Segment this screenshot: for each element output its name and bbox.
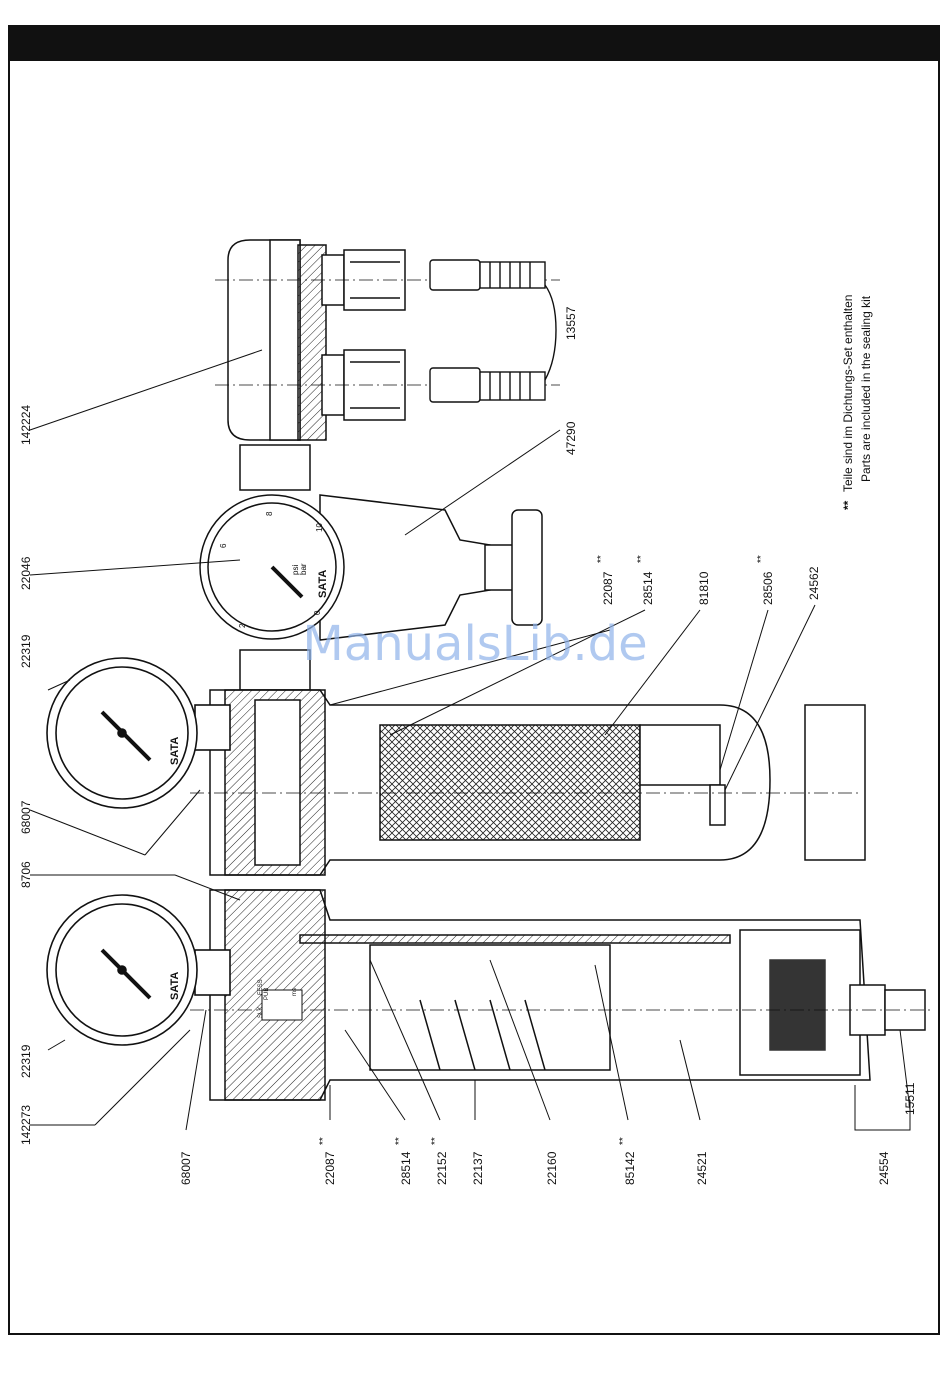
gauge-tick-10: 10 [315, 523, 324, 532]
label-22087-right: 22087 [601, 571, 615, 605]
valve-label-fess: FESS [258, 979, 264, 995]
brand-regulator: SATA [317, 570, 329, 598]
mark-28514-right: ** [636, 555, 647, 563]
mark-85142: ** [618, 1137, 629, 1145]
watermark: ManualsLib.de [302, 616, 647, 672]
label-24521: 24521 [695, 1151, 709, 1185]
note-mark: ** [841, 500, 855, 510]
label-24554: 24554 [877, 1151, 891, 1185]
gauge-tick-2: 2 [238, 623, 247, 628]
gauge-units-bar: bar [299, 563, 308, 575]
gauge-dial-text: SATA SATA SATA psi bar 0 2 6 8 10 [169, 511, 329, 1000]
label-13557: 13557 [564, 306, 578, 340]
mark-28506: ** [756, 555, 767, 563]
label-22087-bottom: 22087 [323, 1151, 337, 1185]
label-22046: 22046 [19, 556, 33, 590]
label-22319-lower: 22319 [19, 1044, 33, 1078]
label-68007-lower: 68007 [179, 1151, 193, 1185]
label-142224: 142224 [19, 405, 33, 445]
gauge-tick-6: 6 [219, 543, 228, 548]
label-47290: 47290 [564, 421, 578, 455]
mark-22087-bottom: ** [318, 1137, 329, 1145]
label-81810: 81810 [697, 571, 711, 605]
valve-label-ms: ms [292, 988, 298, 996]
note-line-en: Parts are included in the sealing kit [859, 295, 873, 482]
valve-label-slk: SLK [258, 1007, 264, 1018]
page-frame [8, 61, 940, 1335]
mark-22087-right: ** [596, 555, 607, 563]
label-24562: 24562 [807, 566, 821, 600]
regulator-needle [270, 565, 304, 599]
labels-right: 13557 47290 22087 ** 28514 ** 81810 2850… [564, 306, 821, 605]
valve-labels: SLK PUB FESS ms [258, 979, 298, 1018]
note-line-de: Teile sind im Dichtungs-Set enthalten [841, 295, 855, 492]
label-8706: 8706 [19, 861, 33, 888]
brand-upper: SATA [169, 737, 181, 765]
labels-left: 142224 22046 22319 68007 8706 22319 1422… [19, 405, 33, 1145]
label-22152: 22152 [435, 1151, 449, 1185]
label-28514-right: 28514 [641, 571, 655, 605]
valve-label-pub: PUB [264, 988, 270, 1000]
mark-22152: ** [430, 1137, 441, 1145]
labels-bottom: 68007 22087 ** 28514 ** 22152 ** 22137 2… [179, 1082, 917, 1185]
gauge-upper [46, 657, 231, 809]
leader-lines [29, 349, 911, 1131]
label-68007-upper: 68007 [19, 800, 33, 834]
label-142273: 142273 [19, 1105, 33, 1145]
gauge-lower [46, 894, 231, 1046]
filter-housing-lower [190, 889, 930, 1101]
brand-lower: SATA [169, 972, 181, 1000]
gauge-units-psi: psi [291, 565, 300, 575]
label-28506: 28506 [761, 571, 775, 605]
label-22319-upper: 22319 [19, 634, 33, 668]
coupling-block [215, 239, 560, 441]
label-22137: 22137 [471, 1151, 485, 1185]
gauge-tick-8: 8 [265, 511, 274, 516]
sealing-kit-note: ** Teile sind im Dichtungs-Set enthalten… [841, 295, 873, 510]
header-bar [8, 25, 940, 61]
label-22160: 22160 [545, 1151, 559, 1185]
mark-28514-bottom: ** [394, 1137, 405, 1145]
label-85142: 85142 [623, 1151, 637, 1185]
gauge-tick-0: 0 [313, 610, 322, 615]
label-28514-bottom: 28514 [399, 1151, 413, 1185]
hose-nipples [429, 259, 557, 403]
label-15511: 15511 [903, 1082, 917, 1115]
filter-housing-upper [190, 689, 866, 876]
